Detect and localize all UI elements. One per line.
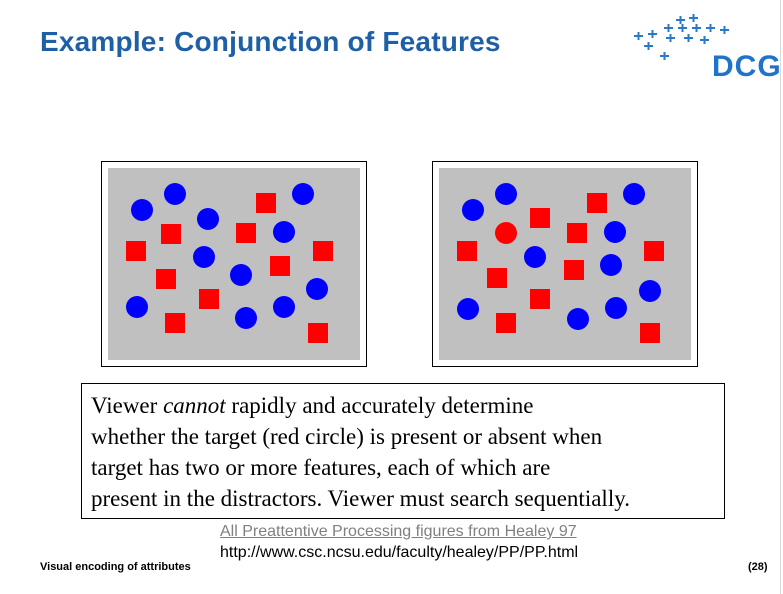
blue-circle — [605, 297, 627, 319]
blue-circle — [462, 199, 484, 221]
figure-target-absent — [101, 161, 367, 367]
slide-title: Example: Conjunction of Features — [40, 26, 501, 57]
red-square — [199, 289, 219, 309]
red-square — [496, 313, 516, 333]
caption-text: rapidly and accurately determine — [225, 393, 534, 418]
red-square — [640, 323, 660, 343]
caption-emphasis: cannot — [163, 393, 226, 418]
red-square — [567, 223, 587, 243]
red-square — [587, 193, 607, 213]
red-square — [256, 193, 276, 213]
red-square — [530, 208, 550, 228]
blue-circle — [273, 296, 295, 318]
page-number: (28) — [748, 561, 768, 573]
red-square — [156, 269, 176, 289]
blue-circle — [524, 246, 546, 268]
logo-text: DCGI — [712, 50, 783, 83]
blue-circle — [197, 208, 219, 230]
blue-circle — [292, 183, 314, 205]
blue-circle — [235, 307, 257, 329]
red-square — [644, 241, 664, 261]
red-square — [165, 313, 185, 333]
red-square — [457, 241, 477, 261]
blue-circle — [495, 183, 517, 205]
footer-label: Visual encoding of attributes — [40, 561, 191, 573]
source-url: http://www.csc.ncsu.edu/faculty/healey/P… — [220, 544, 579, 561]
blue-circle — [604, 221, 626, 243]
red-circle-target — [495, 222, 517, 244]
logo-cross-marks — [634, 14, 729, 60]
figure-credit-link[interactable]: All Preattentive Processing figures from… — [220, 523, 577, 540]
caption-line-4: present in the distractors. Viewer must … — [91, 486, 630, 511]
blue-circle — [193, 246, 215, 268]
red-square — [564, 260, 584, 280]
figure-target-present — [432, 161, 698, 367]
red-square — [313, 241, 333, 261]
red-square — [308, 323, 328, 343]
search-field-target-present — [439, 168, 691, 360]
dcgi-logo — [634, 14, 729, 60]
blue-circle — [600, 254, 622, 276]
search-field-target-absent — [108, 168, 360, 360]
blue-circle — [230, 264, 252, 286]
blue-circle — [164, 183, 186, 205]
red-square — [487, 268, 507, 288]
blue-circle — [623, 183, 645, 205]
caption-line-2: whether the target (red circle) is prese… — [91, 424, 603, 449]
red-square — [236, 223, 256, 243]
slide-edge-divider — [780, 0, 781, 594]
red-square — [270, 256, 290, 276]
blue-circle — [639, 280, 661, 302]
blue-circle — [131, 199, 153, 221]
caption-line-3: target has two or more features, each of… — [91, 455, 551, 480]
blue-circle — [273, 221, 295, 243]
red-square — [161, 224, 181, 244]
blue-circle — [457, 298, 479, 320]
red-square — [126, 241, 146, 261]
red-square — [530, 289, 550, 309]
caption-text: Viewer — [91, 393, 164, 418]
blue-circle — [126, 296, 148, 318]
blue-circle — [567, 308, 589, 330]
blue-circle — [306, 278, 328, 300]
explanation-caption: Viewer cannot rapidly and accurately det… — [81, 383, 725, 519]
caption-line-1: Viewer cannot rapidly and accurately det… — [91, 390, 724, 421]
